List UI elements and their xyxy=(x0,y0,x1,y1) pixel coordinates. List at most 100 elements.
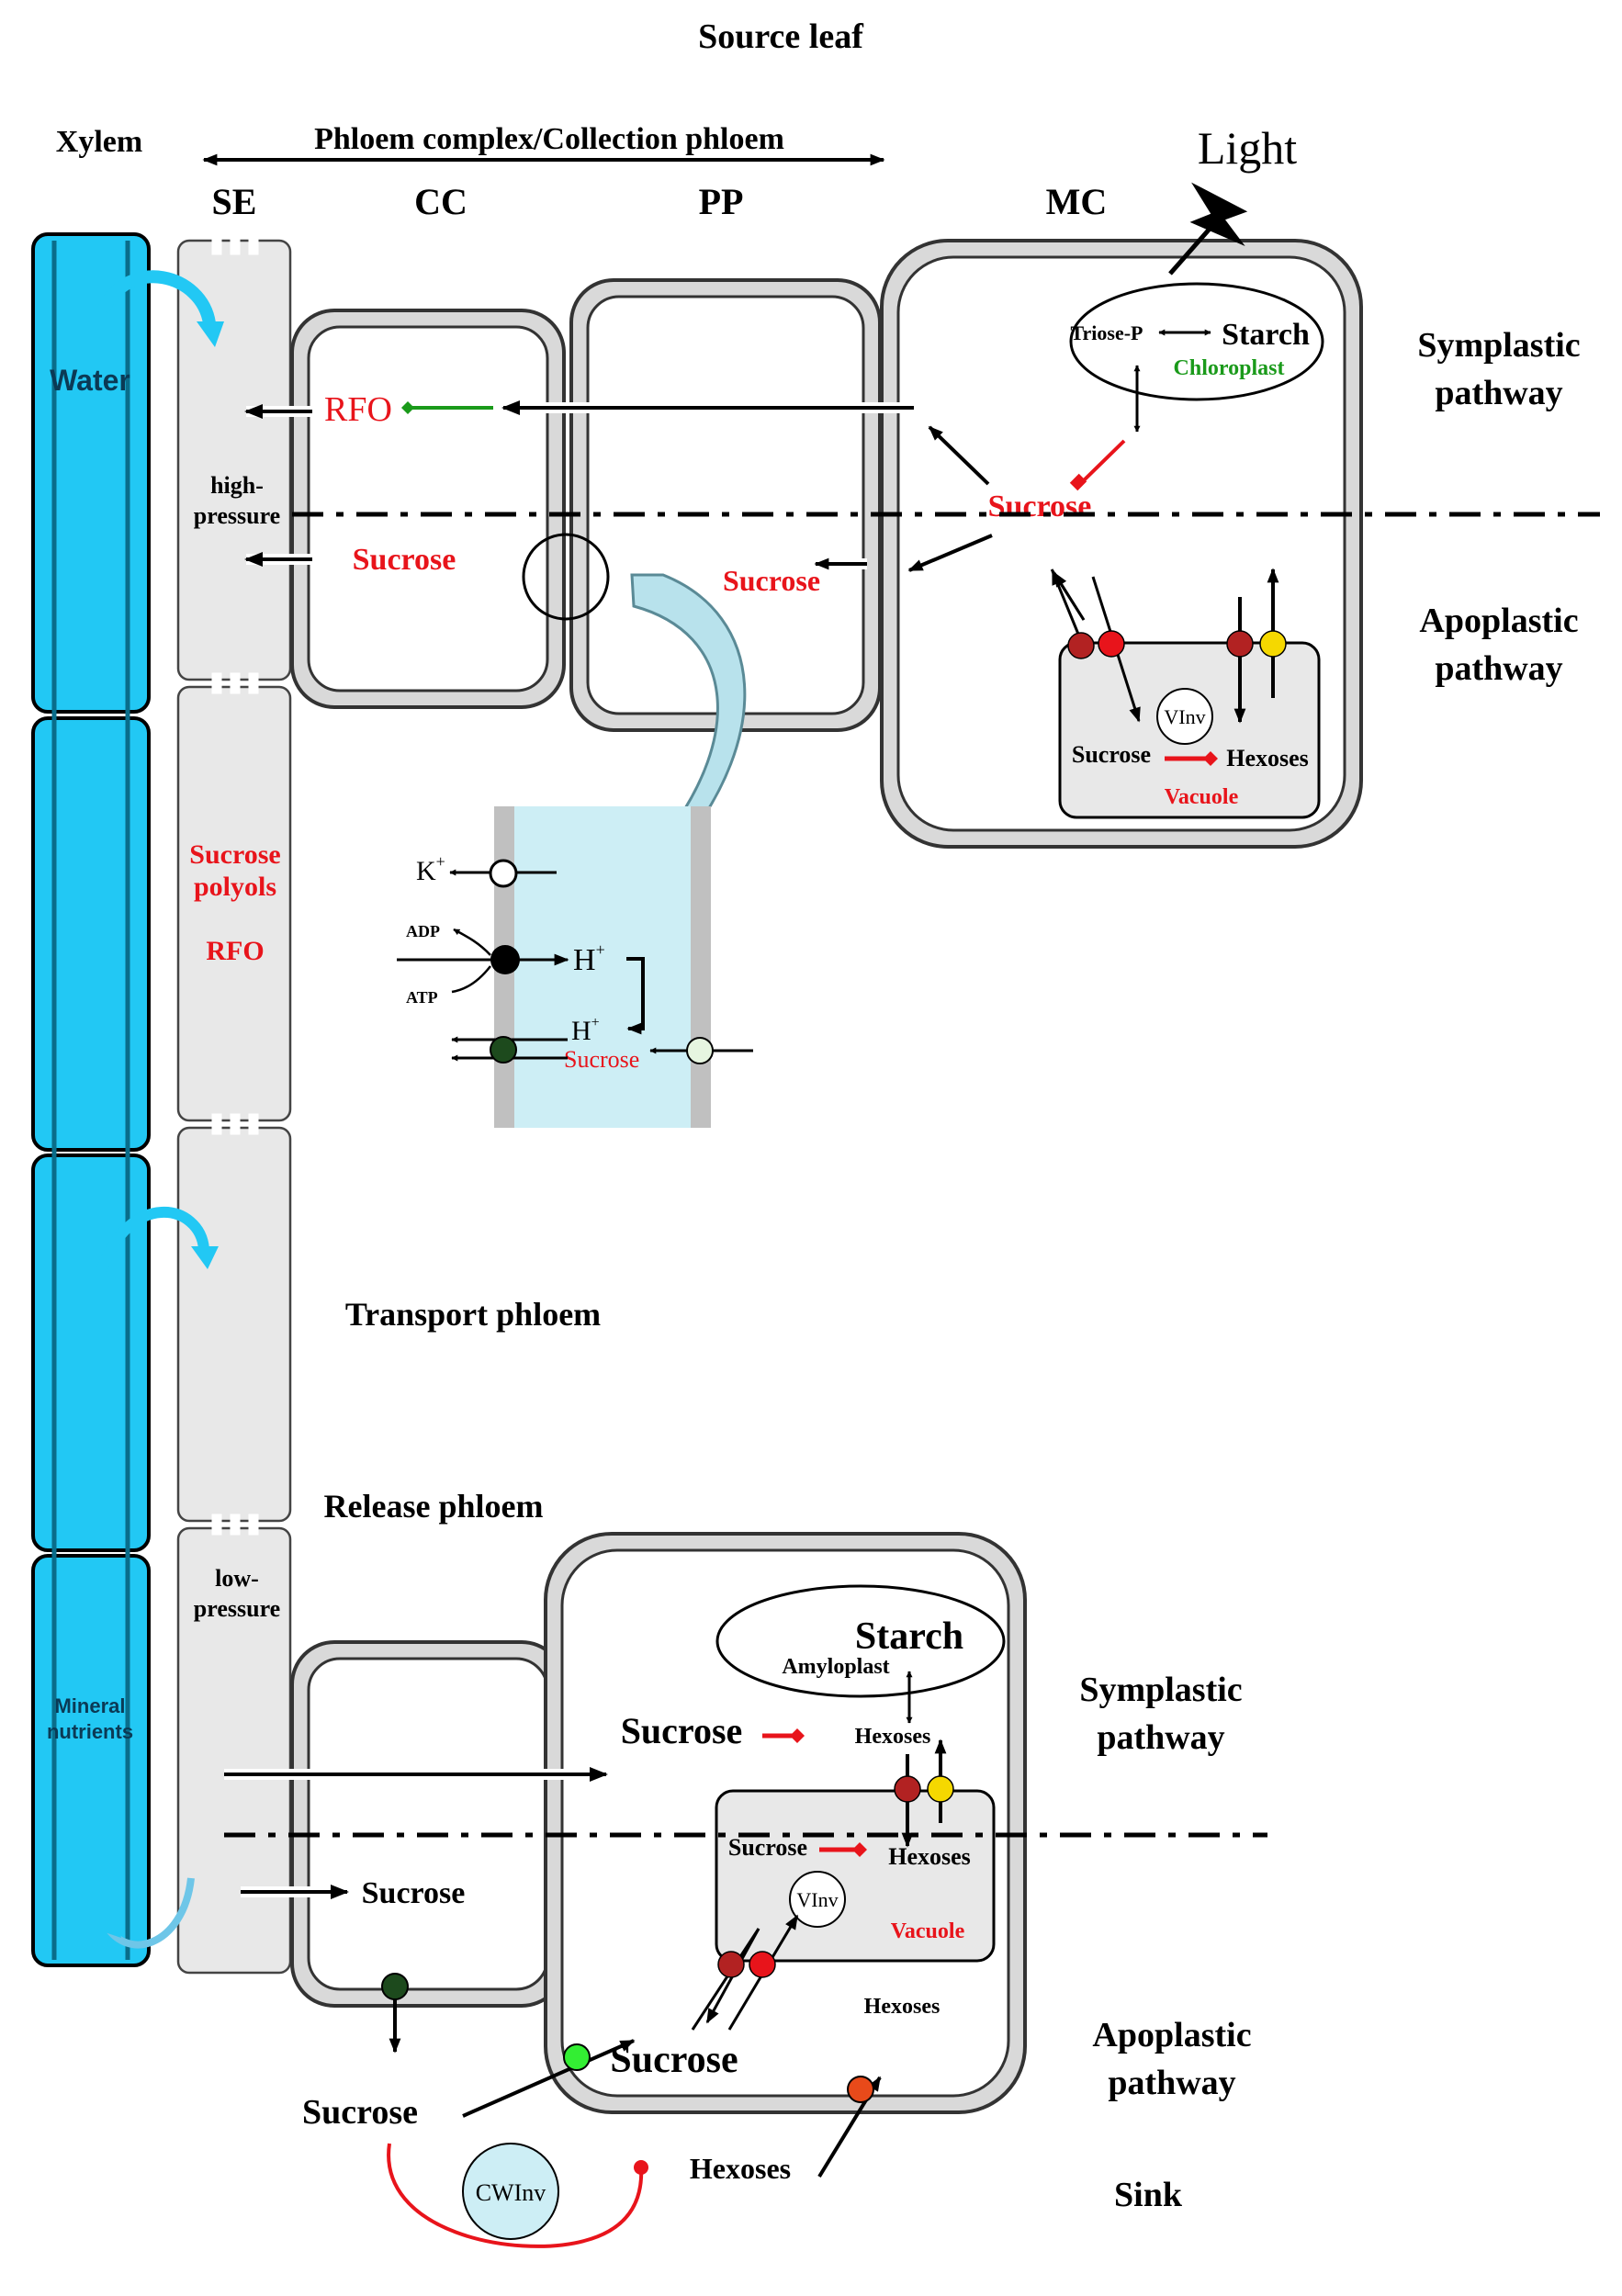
sink-vacuole-sucrose: Sucrose xyxy=(728,1834,807,1861)
source-symplastic-label-1: Symplastic xyxy=(1417,326,1580,365)
source-vinv-end xyxy=(1203,751,1218,766)
sink-cc-interior xyxy=(307,1657,549,1991)
mc-sucrose-up-arrow xyxy=(928,425,990,486)
sink-vacuole-label: Vacuole xyxy=(891,1919,965,1943)
starch-label: Starch xyxy=(1222,318,1310,352)
sink-vacuole-transporter-3 xyxy=(717,1951,745,1978)
sink-hexose-transporter xyxy=(847,2076,874,2103)
source-vacuole-hexoses: Hexoses xyxy=(1226,745,1309,771)
vacuole-transporter-3 xyxy=(1226,630,1254,658)
sink-sucrose-transporter xyxy=(563,2043,591,2071)
source-vacuole-sucrose: Sucrose xyxy=(1072,741,1151,768)
sink-apoplastic-label-1: Apoplastic xyxy=(1092,2016,1251,2054)
low-pressure-label-2: pressure xyxy=(194,1595,280,1622)
companion-cell-interior xyxy=(307,325,549,692)
inset-sweet-transporter xyxy=(686,1037,714,1064)
sink-vinv-end xyxy=(852,1842,867,1857)
mc-label: MC xyxy=(1046,181,1108,222)
inset-k-text: K xyxy=(416,856,436,886)
sink-vinv-circle xyxy=(789,1871,846,1928)
diagram-title: Source leaf xyxy=(698,17,864,56)
mc-sucrose-down-arrow xyxy=(907,534,993,572)
sink-cell-sucrose: Sucrose xyxy=(610,2039,738,2081)
sink-sucrose-symplastic: Sucrose xyxy=(621,1710,743,1751)
inset-k-label: K+ xyxy=(416,852,445,886)
inset-sucrose-label: Sucrose xyxy=(564,1046,639,1073)
vacuole-transporter-1 xyxy=(1067,632,1095,659)
sink-invertase-end xyxy=(790,1728,805,1743)
sink-apoplastic-label-2: pathway xyxy=(1108,2064,1235,2102)
water-uptake-arrow xyxy=(96,270,216,325)
cwinv-circle xyxy=(462,2143,559,2240)
vacuole-transporter-4 xyxy=(1259,630,1287,658)
water-label: Water xyxy=(50,364,130,397)
sink-vacuole-transporter-2 xyxy=(927,1775,954,1803)
inset-h2-text: H xyxy=(571,1016,591,1046)
xylem-vessel-3 xyxy=(31,1154,151,1552)
water-transport-arrow xyxy=(96,1206,209,1274)
sink-starch-label: Starch xyxy=(855,1615,963,1658)
pp-sucrose-label: Sucrose xyxy=(723,564,820,597)
inset-suc-symporter xyxy=(490,1036,517,1064)
xylem-vessel-4 xyxy=(31,1554,151,1967)
low-pressure-label-1: low- xyxy=(215,1565,259,1592)
source-apoplastic-label-2: pathway xyxy=(1435,649,1562,688)
xylem-label: Xylem xyxy=(56,125,142,159)
se-contents-sucrose: Sucrose xyxy=(189,839,280,870)
sink-label: Sink xyxy=(1114,2176,1183,2214)
sucrose-feedback-inhibition xyxy=(1080,439,1126,484)
triose-p-label: Triose-P xyxy=(1070,321,1143,344)
sink-vacuole-transporter-1 xyxy=(894,1775,921,1803)
sieve-plate-pores xyxy=(211,233,259,1536)
se-label: SE xyxy=(212,181,257,222)
xylem-vessel-2 xyxy=(31,716,151,1152)
xylem-column xyxy=(31,232,151,1967)
sink-hexoses-top: Hexoses xyxy=(855,1725,931,1749)
phloem-complex-label: Phloem complex/Collection phloem xyxy=(314,122,784,156)
inset-membrane-right xyxy=(691,806,711,1128)
sink-cell-hexoses: Hexoses xyxy=(864,1995,941,2019)
cwinv-conversion-arc xyxy=(387,2143,644,2248)
xylem-vessel-1 xyxy=(31,232,151,714)
se-contents-rfo: RFO xyxy=(206,936,264,966)
high-pressure-label-2: pressure xyxy=(194,502,280,529)
water-uptake-arrowhead xyxy=(197,321,224,347)
inset-adp-label: ADP xyxy=(406,922,440,940)
inset-k-channel xyxy=(489,859,518,888)
se-sucrose-label: Sucrose xyxy=(353,543,456,577)
mineral-nutrients-label-1: Mineral xyxy=(54,1694,125,1717)
inset-adp-arrow xyxy=(453,928,491,956)
chloroplast-label: Chloroplast xyxy=(1174,356,1285,380)
sink-vacuole-transporter-4 xyxy=(749,1951,776,1978)
release-phloem-label: Release phloem xyxy=(324,1488,544,1525)
sink-sucrose-uptake-arrow xyxy=(462,2039,636,2118)
mineral-nutrients-label-2: nutrients xyxy=(47,1720,133,1743)
light-label: Light xyxy=(1198,122,1297,174)
membrane-transport-inset xyxy=(494,806,711,1128)
inset-atp-label: ATP xyxy=(406,988,438,1007)
amyloplast-organelle xyxy=(715,1584,1006,1698)
membrane-zoom-circle xyxy=(522,533,610,621)
sink-symplastic-label-2: pathway xyxy=(1097,1718,1224,1757)
cc-label: CC xyxy=(414,181,467,222)
high-pressure-label-1: high- xyxy=(210,472,264,499)
se-contents-polyols: polyols xyxy=(194,872,276,902)
sieve-element-1 xyxy=(176,239,292,681)
source-vinv-circle xyxy=(1156,688,1213,745)
inhibition-end xyxy=(1069,473,1087,491)
source-vinv-label: VInv xyxy=(1164,705,1205,728)
sink-cc-transporter xyxy=(381,1973,409,2000)
source-symplastic-label-2: pathway xyxy=(1435,374,1562,412)
water-transport-arrowhead xyxy=(191,1246,219,1269)
sink-symplastic-label-1: Symplastic xyxy=(1079,1671,1242,1709)
source-apoplastic-label-1: Apoplastic xyxy=(1419,602,1578,640)
sink-vacuole-hexoses: Hexoses xyxy=(888,1843,971,1870)
sieve-element-2 xyxy=(176,685,292,1122)
source-vacuole-label: Vacuole xyxy=(1165,785,1239,809)
cwinv-label: CWInv xyxy=(476,2179,546,2206)
sink-apoplast-hexoses: Hexoses xyxy=(690,2152,791,2185)
light-bolt-icon xyxy=(1168,182,1248,276)
inset-h1-label: H+ xyxy=(573,940,605,977)
inset-proton-pump xyxy=(490,945,520,974)
